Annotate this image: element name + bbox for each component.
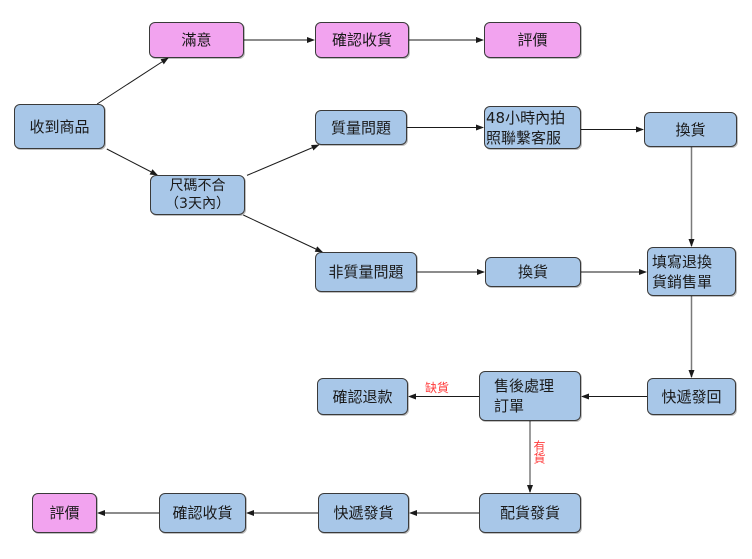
node-after-sales-order[interactable]: 售後處理 訂單 [479, 371, 581, 421]
node-label: 售後處理 訂單 [494, 377, 555, 415]
node-review-bottom[interactable]: 評價 [32, 493, 97, 533]
edge-received-to-size_mismatch [106, 148, 159, 176]
node-label: 評價 [49, 504, 80, 522]
node-label: 快遞發回 [661, 387, 722, 406]
node-received[interactable]: 收到商品 [14, 104, 105, 149]
edge-received-to-satisfied [96, 57, 169, 105]
node-express-return[interactable]: 快遞發回 [647, 378, 736, 415]
node-fill-exchange-form[interactable]: 填寫退換 貨銷售單 [647, 247, 736, 296]
node-confirm-receipt-top[interactable]: 確認收貨 [315, 22, 409, 58]
node-label: 填寫退換 貨銷售單 [652, 252, 713, 291]
node-express-ship[interactable]: 快遞發貨 [318, 493, 409, 533]
node-quality-issue[interactable]: 質量問題 [315, 110, 407, 145]
node-label: 評價 [517, 31, 548, 49]
node-photo-contact-service[interactable]: 48小時內拍 照聯繫客服 [484, 106, 581, 149]
node-label: 48小時內拍 照聯繫客服 [486, 108, 566, 147]
node-label: 配貨發貨 [499, 504, 560, 522]
node-non-quality-issue[interactable]: 非質量問題 [315, 252, 417, 292]
node-label: 滿意 [181, 31, 212, 49]
node-label: 換貨 [517, 263, 548, 281]
edge-label-in-stock: 有貨 [532, 440, 546, 464]
node-confirm-receipt-bottom[interactable]: 確認收貨 [159, 493, 246, 533]
node-label: 確認收貨 [172, 504, 233, 522]
node-label: 尺碼不合 （3天內） [165, 178, 230, 212]
node-label: 質量問題 [330, 118, 391, 137]
node-size-mismatch[interactable]: 尺碼不合 （3天內） [150, 175, 245, 215]
edge-label-out-of-stock: 缺貨 [425, 381, 450, 395]
node-label: 確認退款 [332, 387, 393, 406]
node-allocate-ship[interactable]: 配貨發貨 [479, 493, 581, 533]
node-exchange-2[interactable]: 換貨 [485, 257, 581, 287]
node-label: 非質量問題 [328, 263, 404, 281]
node-review-top[interactable]: 評價 [484, 22, 581, 58]
edge-size_mismatch-to-non_quality_issue [243, 214, 324, 253]
node-confirm-refund[interactable]: 確認退款 [317, 378, 408, 415]
node-exchange-1[interactable]: 換貨 [644, 112, 737, 147]
node-satisfied[interactable]: 滿意 [149, 22, 244, 58]
node-label: 確認收貨 [331, 31, 392, 49]
node-label: 收到商品 [29, 117, 90, 136]
node-label: 換貨 [675, 120, 706, 139]
node-label: 快遞發貨 [333, 504, 394, 522]
edge-size_mismatch-to-quality_issue [246, 144, 320, 176]
